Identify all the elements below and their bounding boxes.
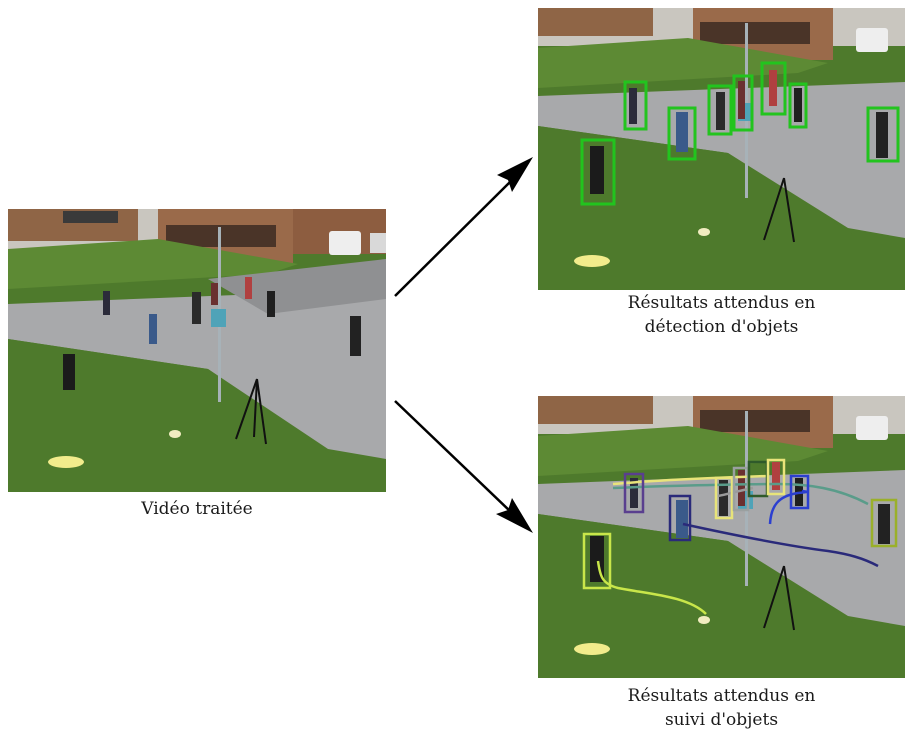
tracking-caption: Résultats attendus en suivi d'objets xyxy=(538,684,905,732)
detection-scene-image xyxy=(538,8,905,290)
detection-caption-line2: détection d'objets xyxy=(644,317,799,337)
street-scene-image xyxy=(8,209,386,492)
detection-boxes xyxy=(580,61,900,206)
arrow-to-detection xyxy=(394,157,533,297)
source-caption: Vidéo traitée xyxy=(141,499,253,519)
detection-caption: Résultats attendus en détection d'objets xyxy=(538,291,905,339)
detection-caption-line1: Résultats attendus en xyxy=(627,293,816,313)
tracking-scene-image xyxy=(538,396,905,678)
tracking-caption-line1: Résultats attendus en xyxy=(627,686,816,706)
source-video-frame xyxy=(8,209,386,492)
tracking-result-frame xyxy=(538,396,905,678)
arrow-to-tracking xyxy=(394,400,533,533)
detection-result-frame xyxy=(538,8,905,290)
tracking-caption-line2: suivi d'objets xyxy=(664,710,779,730)
tracking-boxes xyxy=(582,458,898,590)
